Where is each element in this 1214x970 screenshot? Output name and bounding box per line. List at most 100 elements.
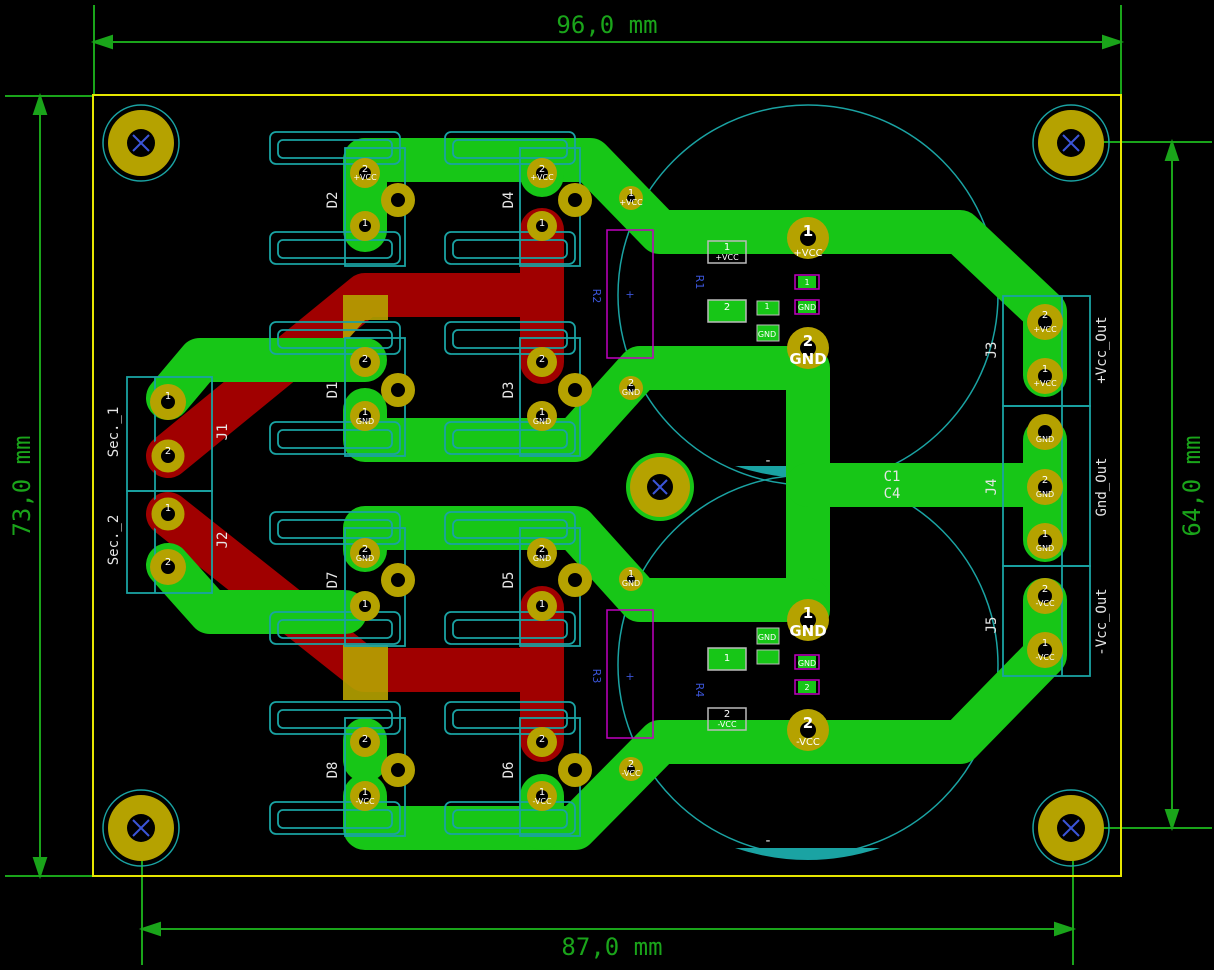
svg-text:1: 1 [362,787,368,798]
svg-text:+VCC: +VCC [715,253,739,262]
diode-outlines [269,131,581,837]
svg-text:-VCC: -VCC [1035,653,1054,662]
svg-text:2: 2 [803,332,813,350]
svg-text:GND: GND [533,417,551,426]
svg-text:1: 1 [362,599,368,610]
svg-text:-VCC: -VCC [1035,599,1054,608]
svg-text:2: 2 [1042,584,1048,595]
svg-text:+VCC: +VCC [1033,379,1057,388]
svg-text:GND: GND [356,554,374,563]
dim-bottom-label: 87,0 mm [561,933,662,961]
svg-text:1: 1 [724,242,730,253]
svg-text:GND: GND [758,633,776,642]
th-pads [148,158,1063,811]
svg-text:1: 1 [362,218,368,229]
svg-text:1: 1 [165,503,171,514]
svg-text:+: + [625,670,634,683]
mounting-holes [102,104,1110,867]
svg-text:+VCC: +VCC [353,173,377,182]
svg-text:1: 1 [539,218,545,229]
ref-d5: D5 [501,572,517,589]
mounting-hole-bl [102,789,180,867]
svg-text:2: 2 [1042,310,1048,321]
svg-text:1: 1 [803,604,813,622]
mounting-hole-br [1032,789,1110,867]
dim-left-label: 73,0 mm [8,435,36,536]
resistor-outlines [606,229,820,739]
svg-text:GND: GND [1036,435,1054,444]
c4-minus-mark: - [764,833,772,849]
svg-text:2: 2 [165,446,171,457]
svg-text:GND: GND [533,554,551,563]
fab-r2: R2 [590,289,603,304]
svg-text:2: 2 [362,164,368,175]
ref-d8: D8 [325,762,341,779]
svg-text:1: 1 [1042,638,1048,649]
svg-text:1: 1 [803,222,813,240]
fab-r1: R1 [693,275,706,290]
svg-text:+VCC: +VCC [793,248,822,259]
svg-text:2: 2 [362,544,368,555]
svg-text:GND: GND [789,622,826,640]
ref-j4: J4 [984,479,1000,496]
ref-c1: C1 [884,469,901,485]
value-vcc-out: +Vcc_Out [1094,316,1110,383]
ref-j1: J1 [215,424,231,441]
value-sec2: Sec._2 [106,515,122,566]
svg-text:+VCC: +VCC [1033,325,1057,334]
svg-text:2: 2 [628,759,634,770]
svg-text:GND: GND [1036,544,1054,553]
ref-j5: J5 [984,617,1000,634]
svg-text:1: 1 [764,302,769,311]
value-neg-vcc-out: -Vcc_Out [1094,588,1110,655]
svg-text:+VCC: +VCC [619,198,643,207]
svg-text:GND: GND [798,303,816,312]
mounting-hole-tr [1032,104,1110,182]
svg-text:2: 2 [362,354,368,365]
ref-j3: J3 [984,342,1000,359]
ref-j2: J2 [215,532,231,549]
svg-text:GND: GND [758,330,776,339]
svg-text:GND: GND [622,579,640,588]
svg-text:1: 1 [539,787,545,798]
svg-text:2: 2 [804,683,809,692]
svg-text:2: 2 [628,378,634,389]
svg-text:2: 2 [539,544,545,555]
dim-top-label: 96,0 mm [556,11,657,39]
svg-text:-VCC: -VCC [532,797,551,806]
smd-pads [707,240,816,731]
svg-text:1: 1 [165,391,171,402]
silkscreen-refs: D2 D4 D1 D3 D7 D5 D8 D6 J1 J2 J3 J4 J5 C… [106,192,1110,849]
svg-text:1: 1 [804,278,809,287]
copper-overlap [343,295,388,700]
svg-text:2: 2 [539,354,545,365]
svg-text:GND: GND [622,388,640,397]
svg-text:1: 1 [628,569,634,580]
dimensions [5,5,1212,965]
svg-text:1: 1 [539,599,545,610]
fab-r4: R4 [693,683,706,698]
svg-text:-VCC: -VCC [621,769,640,778]
svg-text:1: 1 [362,407,368,418]
pad-labels: 2 +VCC 1 2 +VCC 1 2 1 GND 2 1 GND 2 GND … [165,164,1057,806]
svg-text:+: + [625,288,634,301]
fab-refs: R2 R3 R1 R4 + + [590,275,706,698]
svg-text:2: 2 [803,714,813,732]
svg-text:2: 2 [724,709,730,720]
dim-right-label: 64,0 mm [1178,435,1206,536]
value-gnd-out: Gnd_Out [1094,457,1110,516]
svg-text:1: 1 [628,188,634,199]
ref-d1: D1 [325,382,341,399]
board-outline [92,94,1122,877]
svg-text:+VCC: +VCC [530,173,554,182]
svg-text:GND: GND [798,659,816,668]
ref-c4: C4 [884,486,901,502]
svg-text:1: 1 [539,407,545,418]
fab-r3: R3 [590,669,603,684]
ref-d2: D2 [325,192,341,209]
svg-text:GND: GND [356,417,374,426]
svg-text:GND: GND [789,350,826,368]
mounting-hole-center [626,453,694,521]
svg-text:2: 2 [539,164,545,175]
